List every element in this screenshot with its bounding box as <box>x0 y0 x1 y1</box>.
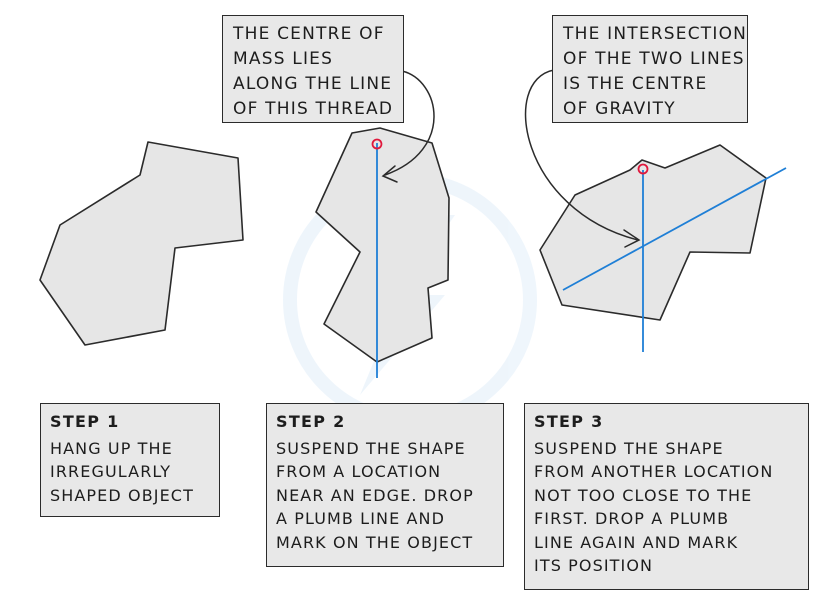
callout-line: MASS LIES <box>233 49 334 69</box>
step-line: SHAPED OBJECT <box>50 485 194 505</box>
callout-line: THE CENTRE OF <box>233 24 385 44</box>
step-line: LINE AGAIN AND MARK <box>534 532 739 552</box>
step-title: STEP 2 <box>276 412 346 431</box>
callout-line: IS THE CENTRE <box>563 74 708 94</box>
suspension-point-marker-step3 <box>637 163 649 175</box>
callout-centre-of-gravity: THE INTERSECTION OF THE TWO LINES IS THE… <box>552 15 748 123</box>
callout-line: OF GRAVITY <box>563 99 676 119</box>
step-line: SUSPEND THE SHAPE <box>276 438 466 458</box>
callout-line: ALONG THE LINE <box>233 74 393 94</box>
step-line: FIRST. DROP A PLUMB <box>534 509 730 528</box>
callout-line: OF THIS THREAD <box>233 99 394 119</box>
plumb-line-diagonal-step3 <box>562 167 787 291</box>
callout-line: THE INTERSECTION <box>563 24 748 44</box>
step-2-box: STEP 2 SUSPEND THE SHAPE FROM A LOCATION… <box>266 403 504 567</box>
step-line: NEAR AN EDGE. DROP <box>276 485 474 505</box>
suspension-point-marker-step2 <box>371 138 383 150</box>
step-line: FROM A LOCATION <box>276 462 442 481</box>
step-1-box: STEP 1 HANG UP THE IRREGULARLY SHAPED OB… <box>40 403 220 517</box>
callout-line: OF THE TWO LINES <box>563 49 745 69</box>
irregular-shape-step1 <box>39 141 244 346</box>
step-3-box: STEP 3 SUSPEND THE SHAPE FROM ANOTHER LO… <box>524 403 809 590</box>
step-line: FROM ANOTHER LOCATION <box>534 462 774 481</box>
step-line: ITS POSITION <box>534 556 654 575</box>
step-line: NOT TOO CLOSE TO THE <box>534 485 753 505</box>
step-title: STEP 1 <box>50 412 120 431</box>
callout-centre-of-mass: THE CENTRE OF MASS LIES ALONG THE LINE O… <box>222 15 404 123</box>
step-title: STEP 3 <box>534 412 604 431</box>
step-line: MARK ON THE OBJECT <box>276 532 474 552</box>
irregular-shape-step3 <box>539 144 767 321</box>
step-line: IRREGULARLY <box>50 462 172 481</box>
step-line: HANG UP THE <box>50 438 173 458</box>
step-line: A PLUMB LINE AND <box>276 509 446 528</box>
irregular-shape-step2 <box>315 127 450 363</box>
step-line: SUSPEND THE SHAPE <box>534 438 724 458</box>
